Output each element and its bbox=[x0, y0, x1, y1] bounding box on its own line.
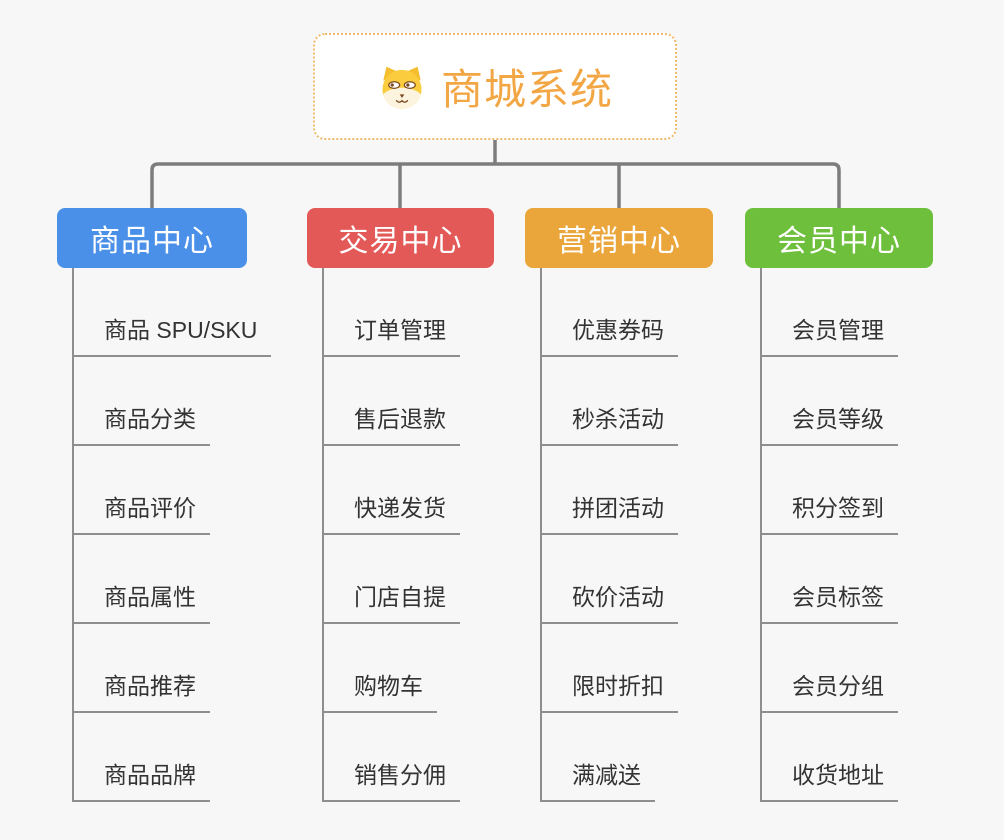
branch-item[interactable]: 满减送 bbox=[540, 756, 655, 802]
shiba-dog-icon bbox=[382, 66, 422, 109]
branch-member-center: 会员中心 会员管理 会员等级 积分签到 会员标签 会员分组 收货地址 bbox=[745, 208, 933, 802]
branch-trunk-line bbox=[760, 268, 762, 802]
root-node[interactable]: 商城系统 bbox=[313, 33, 677, 140]
branch-item[interactable]: 会员管理 bbox=[760, 311, 898, 357]
branch-trunk-line bbox=[540, 268, 542, 802]
branch-item[interactable]: 秒杀活动 bbox=[540, 400, 678, 446]
branch-item[interactable]: 商品分类 bbox=[72, 400, 210, 446]
branch-trade-center: 交易中心 订单管理 售后退款 快递发货 门店自提 购物车 销售分佣 bbox=[307, 208, 494, 802]
branch-item[interactable]: 购物车 bbox=[322, 667, 437, 713]
branch-item[interactable]: 收货地址 bbox=[760, 756, 898, 802]
branch-item[interactable]: 会员分组 bbox=[760, 667, 898, 713]
branch-node[interactable]: 会员中心 bbox=[745, 208, 933, 268]
branch-item[interactable]: 订单管理 bbox=[322, 311, 460, 357]
branch-item[interactable]: 销售分佣 bbox=[322, 756, 460, 802]
branch-item[interactable]: 会员等级 bbox=[760, 400, 898, 446]
branch-trunk-line bbox=[72, 268, 74, 802]
branch-marketing-center: 营销中心 优惠券码 秒杀活动 拼团活动 砍价活动 限时折扣 满减送 bbox=[525, 208, 713, 802]
branch-node[interactable]: 交易中心 bbox=[307, 208, 494, 268]
branch-item[interactable]: 优惠券码 bbox=[540, 311, 678, 357]
branch-item[interactable]: 商品评价 bbox=[72, 489, 210, 535]
branch-item[interactable]: 积分签到 bbox=[760, 489, 898, 535]
branch-trunk-line bbox=[322, 268, 324, 802]
branch-item[interactable]: 商品品牌 bbox=[72, 756, 210, 802]
branch-item[interactable]: 快递发货 bbox=[322, 489, 460, 535]
branch-node[interactable]: 商品中心 bbox=[57, 208, 247, 268]
branch-item[interactable]: 限时折扣 bbox=[540, 667, 678, 713]
branch-product-center: 商品中心 商品 SPU/SKU 商品分类 商品评价 商品属性 商品推荐 商品品牌 bbox=[57, 208, 272, 802]
branch-item[interactable]: 售后退款 bbox=[322, 400, 460, 446]
branch-item[interactable]: 砍价活动 bbox=[540, 578, 678, 624]
branch-item[interactable]: 门店自提 bbox=[322, 578, 460, 624]
branch-item[interactable]: 商品 SPU/SKU bbox=[72, 311, 272, 357]
branch-item[interactable]: 拼团活动 bbox=[540, 489, 678, 535]
branch-node[interactable]: 营销中心 bbox=[525, 208, 713, 268]
branch-item[interactable]: 商品推荐 bbox=[72, 667, 210, 713]
root-node-title: 商城系统 bbox=[440, 66, 613, 113]
branch-item[interactable]: 商品属性 bbox=[72, 578, 210, 624]
branch-item[interactable]: 会员标签 bbox=[760, 578, 898, 624]
